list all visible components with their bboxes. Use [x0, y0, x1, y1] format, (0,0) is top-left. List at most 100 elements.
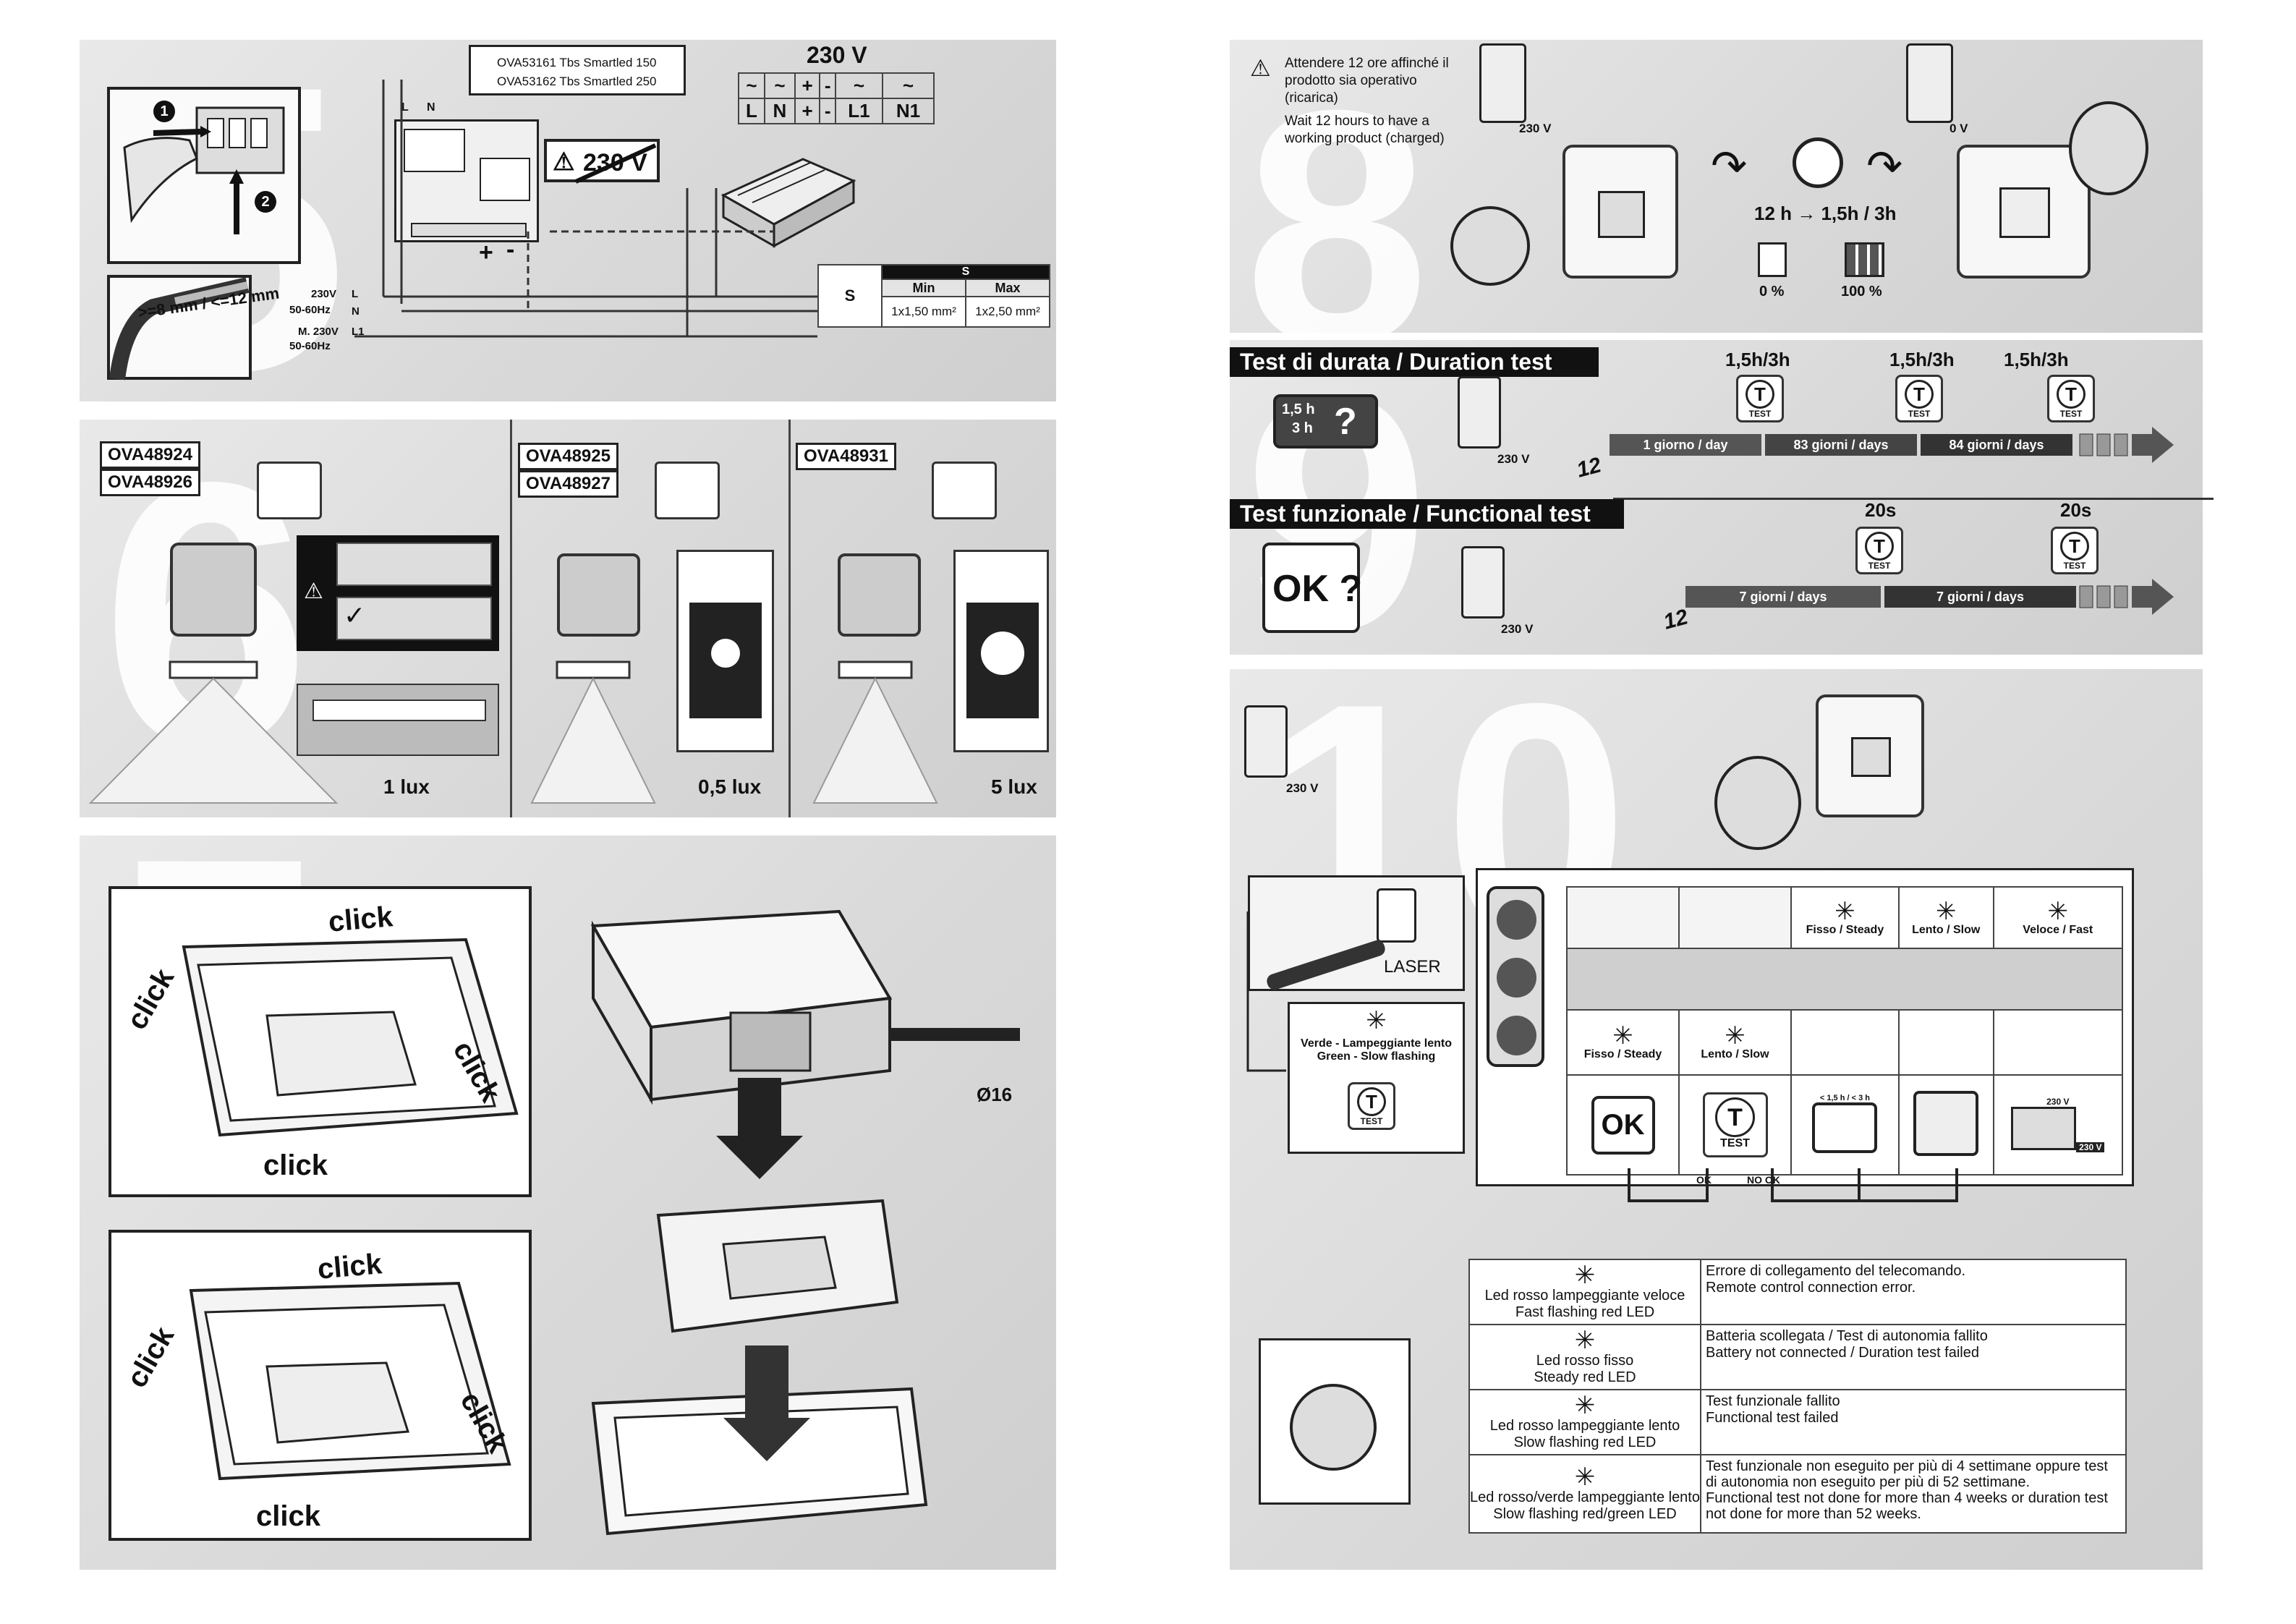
fault-led-it-3: Led rosso lampeggiante lento	[1489, 1418, 1680, 1434]
functional-breaker-voltage: 230 V	[1501, 622, 1534, 636]
section-number-8: 8	[1244, 42, 1429, 333]
charge-warning-en: Wait 12 hours to have a working product …	[1285, 114, 1445, 146]
col3-lens-dot	[981, 632, 1024, 675]
grid-empty-1	[1566, 886, 1680, 949]
col3-code-1: OVA48931	[796, 443, 896, 470]
ok-question-label: OK ?	[1272, 568, 1363, 610]
row-slow-icon: ✳	[1725, 1022, 1746, 1050]
line2-label: M. 230V	[298, 326, 339, 338]
grid-shaded-row	[1566, 948, 2123, 1011]
model-line-1: OVA53161 Tbs Smartled 150	[497, 56, 657, 69]
strike-through-icon	[574, 143, 657, 184]
fault-led-it-1: Led rosso lampeggiante veloce	[1484, 1288, 1685, 1304]
test-letter: T	[1357, 1087, 1386, 1116]
traffic-light-bottom	[1497, 1016, 1536, 1055]
header-steady: Fisso / Steady	[1806, 923, 1884, 936]
section-9-divider	[1613, 498, 2214, 500]
dip-switch-right	[336, 597, 492, 640]
legend-connector-lines	[1246, 911, 1286, 1072]
emergency-led-closeup	[2069, 101, 2148, 195]
green-led-en: Green - Slow flashing	[1317, 1050, 1436, 1063]
duration-bar-1: 1 giorno / day	[1610, 434, 1761, 456]
terminal-table: ~ ~ + - ~ ~ L N + - L1 N1	[738, 72, 935, 124]
terminal-label-1: N	[764, 98, 796, 124]
test-label: TEST	[2059, 409, 2083, 419]
terminal-sym-1: ~	[764, 72, 796, 98]
minus-sign: -	[506, 236, 515, 263]
duration-bar-2: 83 giorni / days	[1765, 434, 1917, 456]
breaker-on-voltage: 230 V	[1519, 122, 1552, 135]
cable-header: S	[881, 264, 1050, 280]
module-terminal-strip	[411, 223, 527, 237]
col3-luminaire	[838, 553, 921, 637]
fault-led-en-1: Fast flashing red LED	[1515, 1304, 1655, 1321]
fault-led-it-2: Led rosso fisso	[1536, 1353, 1634, 1369]
col1-luminaire	[170, 543, 257, 637]
row-steady: Fisso / Steady	[1583, 1048, 1662, 1060]
col3-mode-icon	[932, 462, 997, 519]
terminal-hand-drawing	[123, 106, 285, 234]
battery-fault-time: < 1,5 h / < 3 h	[1819, 1093, 1870, 1102]
emergency-luminaire-window	[1999, 187, 2050, 238]
clock-icon	[1793, 137, 1843, 188]
cable-icon-cell: S	[817, 264, 883, 328]
line2-freq: 50-60Hz	[289, 340, 331, 352]
duration-breaker	[1458, 376, 1501, 448]
col3-lens-closeup	[953, 550, 1049, 752]
terminal-sym-0: ~	[738, 72, 765, 98]
fault-desc-cell-4: Test funzionale non eseguito per più di …	[1700, 1454, 2127, 1534]
line1-label: 230V	[311, 288, 337, 300]
traffic-light-middle	[1497, 958, 1536, 998]
clip-frame-drawing-top	[182, 938, 519, 1137]
battery-empty-label: 0 %	[1759, 284, 1785, 299]
led-fast-icon: ✳	[2047, 897, 2069, 925]
step-2-badge: 2	[255, 191, 276, 213]
battery-fault-icon	[1812, 1102, 1878, 1153]
cable-max-value: 1x2,50 mm²	[965, 296, 1050, 328]
traffic-light-icon	[1487, 886, 1544, 1067]
grid-empty-3	[1790, 1009, 1900, 1076]
row-steady-icon: ✳	[1612, 1022, 1633, 1050]
terminal-label-0: L	[738, 98, 765, 124]
green-led-legend: ✳ Verde - Lampeggiante lento Green - Slo…	[1288, 1002, 1465, 1154]
exploded-assembly-drawing	[590, 909, 1020, 1536]
breaker-off-voltage: 0 V	[1950, 122, 1968, 135]
col3-light-cone	[812, 660, 938, 804]
click-label-top-2: click	[316, 1248, 383, 1285]
fault-led-icon-2: ✳	[1574, 1327, 1596, 1355]
grid-empty-4	[1897, 1009, 1994, 1076]
col1-lux-label: 1 lux	[383, 775, 430, 798]
led-steady-icon: ✳	[1834, 897, 1855, 925]
dip-warning-icon: ⚠	[304, 579, 323, 603]
test-letter: T	[2057, 380, 2085, 409]
led-slow-icon: ✳	[1935, 897, 1957, 925]
lamp-fault-icon	[1913, 1090, 1979, 1156]
col2-mode-icon	[655, 462, 720, 519]
col2-lux-label: 0,5 lux	[698, 775, 762, 798]
fault-desc-en-1: Remote control connection error.	[1706, 1280, 1916, 1296]
cable-min-label: Min	[881, 279, 966, 297]
col1-light-cone	[88, 660, 339, 804]
connector-block-drawing	[720, 158, 856, 248]
diag-luminaire-window	[1851, 737, 1891, 777]
terminal-label-3: -	[819, 98, 836, 124]
clip-frame-drawing-bottom	[189, 1281, 511, 1481]
clip-closeup-bottom: click click click click	[109, 1230, 532, 1541]
control-module	[394, 119, 539, 242]
terminal-insertion-illustration: 1 2	[107, 87, 301, 264]
fault-desc-it-4: Test funzionale non eseguito per più di …	[1706, 1458, 2108, 1491]
charge-led-closeup	[1450, 206, 1530, 286]
fault-led-housing	[1290, 1384, 1377, 1471]
breaker-on	[1479, 43, 1526, 123]
top-label-L: L	[401, 101, 409, 114]
diameter-label: Ø16	[977, 1084, 1013, 1105]
terminal-sym-3: -	[819, 72, 836, 98]
dip-switch-wrong	[336, 543, 492, 586]
line1-freq: 50-60Hz	[289, 304, 331, 316]
fault-desc-en-4: Functional test not done for more than 4…	[1706, 1490, 2108, 1523]
